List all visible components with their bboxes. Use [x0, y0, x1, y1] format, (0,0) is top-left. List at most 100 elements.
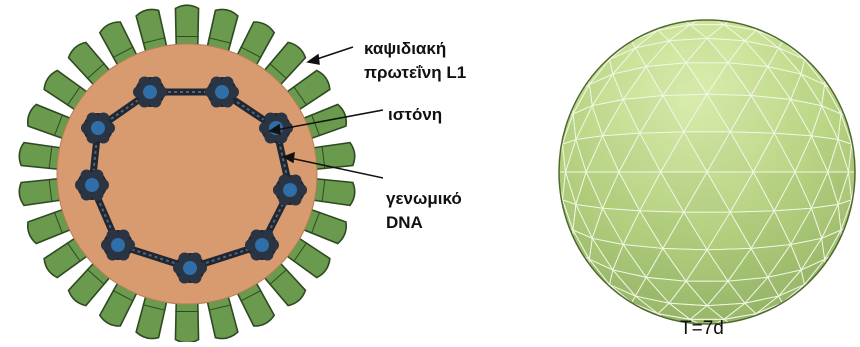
mesh-facet [692, 0, 722, 16]
mesh-facet [572, 276, 602, 302]
mesh-facet [497, 224, 527, 250]
mesh-facet [512, 42, 542, 68]
mesh-facet [512, 328, 542, 342]
mesh-facet [572, 42, 602, 68]
mesh-facet [527, 16, 557, 42]
mesh-facet [527, 302, 557, 328]
mesh-facet [527, 198, 557, 224]
mesh-facet [827, 42, 857, 68]
mesh-facet [527, 94, 557, 120]
mesh-facet [812, 0, 842, 16]
mesh-facet [542, 16, 572, 42]
mesh-facet [557, 302, 587, 328]
mesh-facet [497, 16, 527, 42]
mesh-facet [752, 328, 782, 342]
mesh-facet [512, 276, 542, 302]
mesh-facet [512, 68, 542, 94]
mesh-facet [767, 0, 797, 16]
mesh-facet [797, 328, 827, 342]
capsid-model-sphere [497, 0, 860, 342]
mesh-facet [512, 0, 542, 16]
mesh-facet [812, 328, 842, 342]
mesh-facet [812, 42, 842, 68]
mesh-facet [527, 0, 557, 16]
mesh-facet [527, 250, 557, 276]
mesh-facet [827, 0, 857, 16]
mesh-facet [542, 328, 572, 342]
mesh-facet [512, 120, 542, 146]
capsomer [175, 300, 198, 342]
mesh-facet [812, 276, 842, 302]
mesh-facet [647, 328, 677, 342]
mesh-facet [497, 328, 527, 342]
mesh-facet [527, 146, 557, 172]
mesh-facet [542, 250, 572, 276]
mesh-facet [557, 276, 587, 302]
mesh-facet [542, 94, 572, 120]
mesh-facet [572, 302, 602, 328]
mesh-facet [497, 146, 527, 172]
mesh-facet [557, 42, 587, 68]
mesh-facet [557, 328, 587, 342]
mesh-facet [527, 276, 557, 302]
mesh-facet [587, 328, 617, 342]
mesh-facet [617, 0, 647, 16]
mesh-facet [512, 172, 542, 198]
mesh-facet [632, 0, 662, 16]
histone-core [215, 85, 229, 99]
capsomer [175, 5, 198, 48]
histone-core [255, 238, 269, 252]
mesh-facet [842, 42, 860, 68]
mesh-facet [797, 16, 827, 42]
capsid-protein-label-line1: καψιδιακή [364, 38, 446, 60]
histone-label: ιστόνη [388, 104, 442, 126]
mesh-facet [497, 302, 527, 328]
mesh-facet [497, 250, 527, 276]
mesh-facet [662, 0, 692, 16]
mesh-facet [512, 146, 542, 172]
mesh-facet [782, 0, 812, 16]
mesh-facet [602, 0, 632, 16]
mesh-facet [827, 276, 857, 302]
capsid-pointer-arrowhead [308, 55, 319, 64]
mesh-facet [842, 16, 860, 42]
histone-core [283, 183, 297, 197]
mesh-facet [557, 0, 587, 16]
mesh-facet [782, 16, 812, 42]
mesh-facet [842, 328, 860, 342]
mesh-facet [827, 302, 857, 328]
mesh-facet [512, 198, 542, 224]
mesh-facet [797, 302, 827, 328]
mesh-facet [842, 302, 860, 328]
mesh-facet [527, 172, 557, 198]
mesh-facet [707, 0, 737, 16]
histone-core [111, 238, 125, 252]
histone-core [143, 85, 157, 99]
mesh-facet [767, 328, 797, 342]
mesh-facet [542, 0, 572, 16]
mesh-facet [497, 0, 527, 16]
histone-core [91, 121, 105, 135]
genomic-dna-label-line1: γενωμικό [386, 188, 462, 210]
genomic-dna-label-line2: DNA [386, 212, 423, 234]
mesh-facet [827, 16, 857, 42]
mesh-facet [587, 0, 617, 16]
mesh-facet [572, 16, 602, 42]
mesh-facet [842, 0, 860, 16]
mesh-facet [572, 0, 602, 16]
mesh-facet [527, 120, 557, 146]
mesh-facet [512, 16, 542, 42]
mesh-facet [542, 120, 562, 146]
mesh-facet [497, 120, 527, 146]
mesh-facet [497, 198, 527, 224]
mesh-facet [737, 328, 767, 342]
mesh-facet [527, 328, 557, 342]
mesh-facet [737, 0, 767, 16]
mesh-facet [497, 172, 527, 198]
mesh-facet [797, 0, 827, 16]
mesh-facet [512, 94, 542, 120]
mesh-facet [542, 224, 572, 250]
mesh-facet [527, 42, 557, 68]
mesh-facet [602, 16, 632, 42]
capsid-pointer-line [314, 47, 353, 60]
